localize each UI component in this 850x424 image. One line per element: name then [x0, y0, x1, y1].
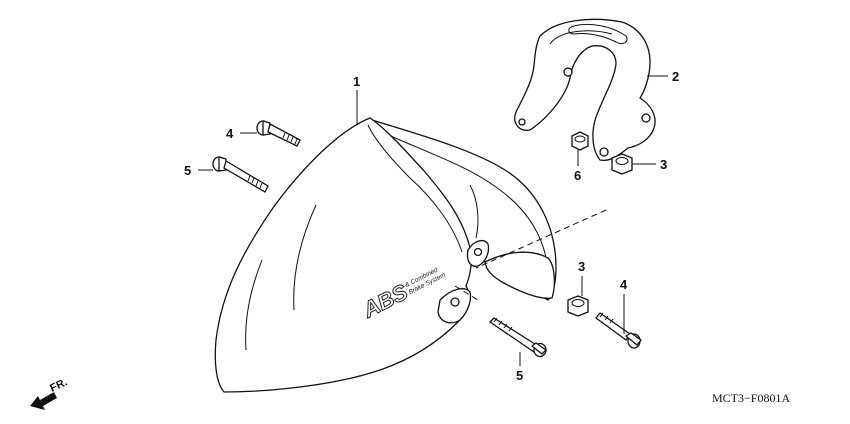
callout-4-upper: 4	[226, 126, 234, 141]
bolt-4-upper	[256, 120, 301, 147]
collar-nut-6	[571, 131, 589, 151]
nut-3-upper	[611, 153, 633, 175]
callout-2: 2	[672, 69, 679, 84]
callout-1: 1	[353, 74, 360, 89]
callout-3-lower: 3	[578, 259, 585, 274]
front-direction-marker: FR.	[30, 376, 69, 410]
front-fender: ABS & Combined Brake System	[214, 117, 557, 393]
fender-stay-bracket	[514, 18, 656, 162]
bolt-5-lower	[489, 317, 547, 358]
front-label: FR.	[48, 376, 69, 394]
bolt-5-upper	[212, 156, 269, 193]
callout-5-lower: 5	[516, 368, 523, 383]
bolt-4-lower	[595, 312, 642, 349]
drawing-code: MCT3−F0801A	[712, 391, 790, 405]
leader-lines	[198, 75, 668, 366]
callout-4-lower: 4	[620, 277, 628, 292]
callout-5-upper: 5	[184, 163, 191, 178]
alignment-line	[475, 209, 607, 269]
callouts: 1 2 3 3 4 4 5 5 6	[184, 69, 679, 383]
callout-6: 6	[574, 168, 581, 183]
nut-3-lower	[567, 295, 589, 317]
callout-3-upper: 3	[660, 157, 667, 172]
alignment-line	[454, 285, 479, 301]
front-arrow-icon	[30, 392, 57, 410]
